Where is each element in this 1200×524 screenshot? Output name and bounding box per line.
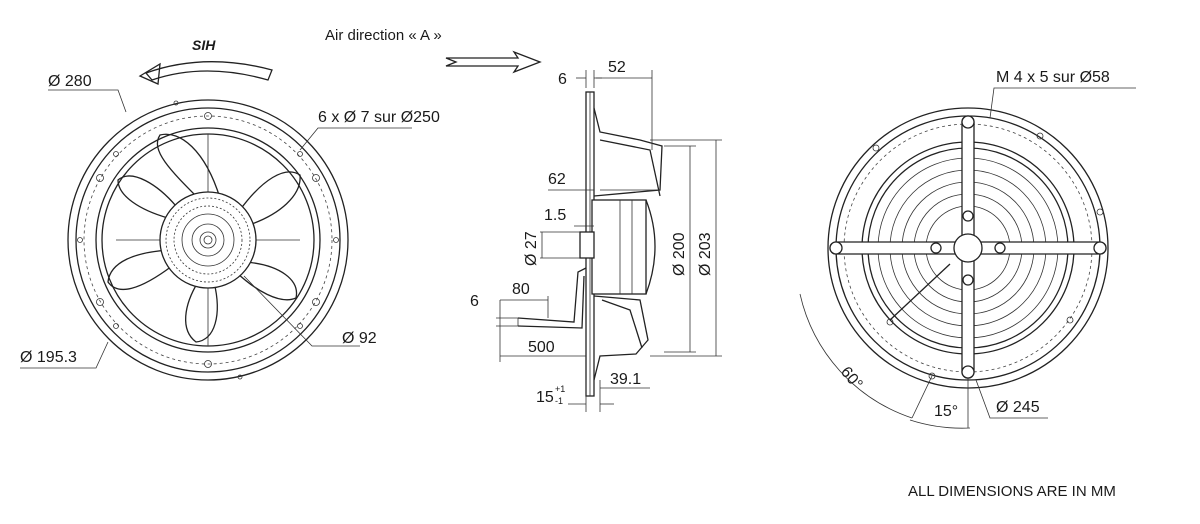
air-direction-arrow-icon bbox=[445, 50, 542, 74]
dim-52: 52 bbox=[608, 59, 626, 76]
dim-15-tol-lower: -1 bbox=[555, 396, 563, 406]
dim-d27: Ø 27 bbox=[523, 231, 540, 266]
dim-d280: Ø 280 bbox=[48, 73, 92, 90]
dim-angle-60: 60° bbox=[837, 364, 866, 393]
front-view: SIH bbox=[20, 37, 440, 381]
dim-mount: M 4 x 5 sur Ø58 bbox=[996, 69, 1110, 86]
dim-500: 500 bbox=[528, 339, 555, 356]
front-outer-ring bbox=[67, 99, 349, 381]
dim-d92: Ø 92 bbox=[342, 330, 377, 347]
units-note: ALL DIMENSIONS ARE IN MM bbox=[908, 483, 1116, 500]
rear-view: M 4 x 5 sur Ø58 60° 15° Ø 245 bbox=[799, 69, 1136, 429]
dim-6-cable: 6 bbox=[470, 293, 479, 310]
air-direction-label: Air direction « A » bbox=[325, 27, 442, 44]
rotation-arrow-icon bbox=[144, 61, 273, 81]
dim-62: 62 bbox=[548, 171, 566, 188]
front-bolt-holes bbox=[77, 100, 339, 380]
dim-d200: Ø 200 bbox=[671, 232, 688, 276]
dim-15: 15 bbox=[536, 389, 554, 406]
dim-angle-15: 15° bbox=[934, 403, 958, 420]
air-direction: Air direction « A » bbox=[325, 27, 542, 74]
dim-d245: Ø 245 bbox=[996, 399, 1040, 416]
dim-d195-3: Ø 195.3 bbox=[20, 349, 77, 366]
dim-d203: Ø 203 bbox=[697, 232, 714, 276]
rotation-label: SIH bbox=[192, 37, 216, 53]
dim-1-5: 1.5 bbox=[544, 207, 566, 224]
front-blades bbox=[107, 133, 301, 343]
dim-6-top: 6 bbox=[558, 71, 567, 88]
side-view: 6 52 62 1.5 Ø 27 Ø 200 Ø 203 6 80 500 15… bbox=[470, 59, 722, 412]
dim-39-1: 39.1 bbox=[610, 371, 641, 388]
dim-15-tol-upper: +1 bbox=[555, 384, 565, 394]
dim-bolt-circle: 6 x Ø 7 sur Ø250 bbox=[318, 109, 440, 126]
dim-80: 80 bbox=[512, 281, 530, 298]
